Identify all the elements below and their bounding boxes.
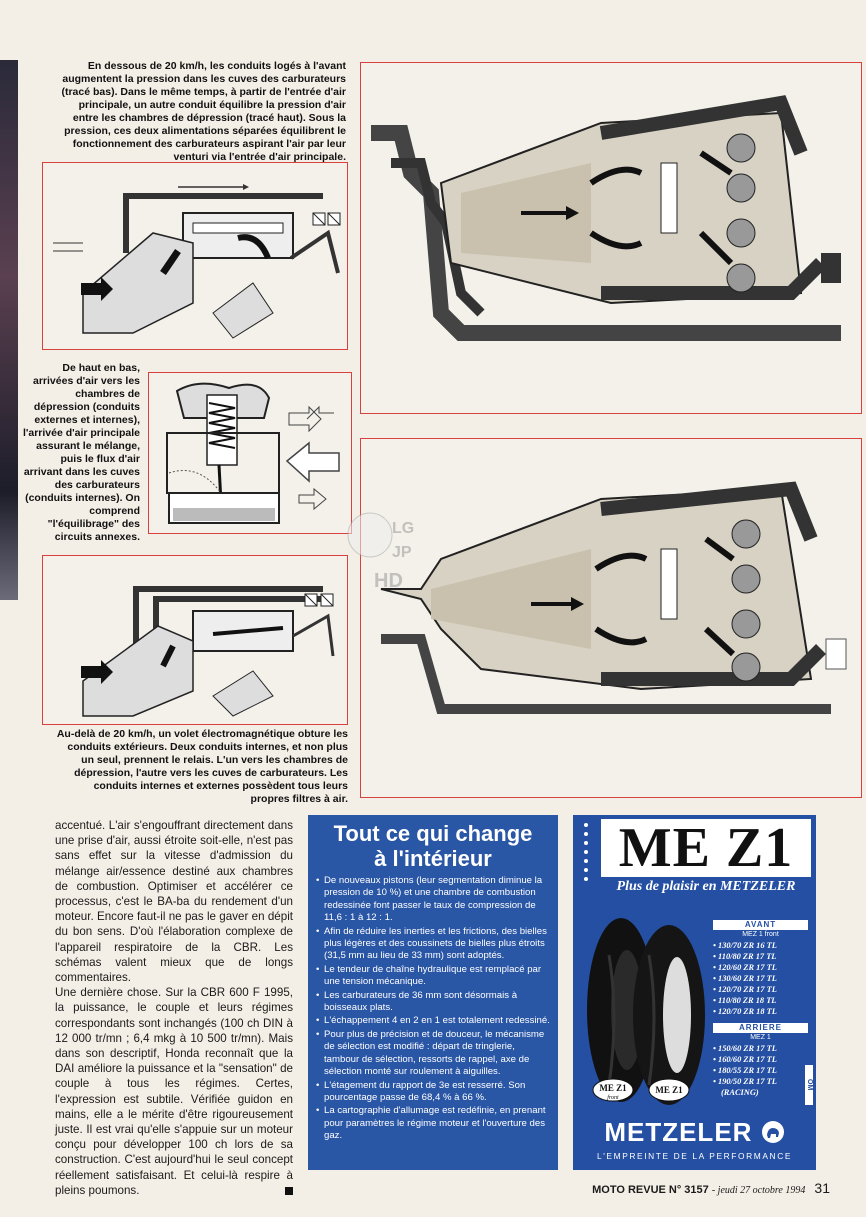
watermark-text-1: LG bbox=[392, 520, 414, 537]
changes-list: De nouveaux pistons (leur segmentation d… bbox=[308, 875, 558, 1143]
article-paragraph-2: Une dernière chose. Sur la CBR 600 F 199… bbox=[55, 986, 293, 1197]
front-size: • 130/60 ZR 17 TL bbox=[713, 974, 777, 983]
front-size: • 110/80 ZR 18 TL bbox=[713, 996, 777, 1005]
issue-date: - jeudi 27 octobre 1994 bbox=[711, 1185, 806, 1196]
rear-size: • 160/60 ZR 17 TL bbox=[713, 1055, 777, 1064]
watermark-text-3: HD bbox=[374, 570, 403, 592]
diagram-low-speed bbox=[42, 162, 348, 350]
tire-label-rear: ME Z1 bbox=[655, 1085, 683, 1095]
list-item: Afin de réduire les inerties et les fric… bbox=[316, 926, 550, 963]
rear-subheading: MEZ 1 bbox=[750, 1034, 771, 1041]
front-heading: AVANT bbox=[713, 920, 808, 930]
elephant-logo-icon bbox=[761, 1121, 784, 1143]
watermark-logo: LG JP HD bbox=[340, 505, 420, 595]
rear-size: • 180/55 ZR 17 TL bbox=[713, 1066, 777, 1075]
list-item: Le tendeur de chaîne hydraulique est rem… bbox=[316, 964, 550, 989]
diagram-carburettor-section bbox=[148, 372, 352, 534]
front-size: • 130/70 ZR 16 TL bbox=[713, 941, 777, 950]
list-item: Les carburateurs de 36 mm sont désormais… bbox=[316, 990, 550, 1015]
engine-diagram-low-speed bbox=[360, 62, 862, 414]
list-item: De nouveaux pistons (leur segmentation d… bbox=[316, 875, 550, 925]
caption-middle: De haut en bas, arrivées d'air vers les … bbox=[22, 362, 140, 543]
engine-diagram-high-speed bbox=[360, 438, 862, 798]
page-number: 31 bbox=[814, 1180, 830, 1196]
caption-top: En dessous de 20 km/h, les conduits logé… bbox=[61, 60, 346, 163]
page-footer: MOTO REVUE N° 3157 - jeudi 27 octobre 19… bbox=[530, 1180, 830, 1196]
front-size: • 120/70 ZR 18 TL bbox=[713, 1007, 777, 1016]
rear-heading: ARRIERE bbox=[713, 1023, 808, 1033]
caption-bottom: Au-delà de 20 km/h, un volet électromagn… bbox=[56, 728, 348, 805]
ad-dots-decoration bbox=[581, 823, 595, 886]
ad-side-mark: OM bbox=[805, 1065, 813, 1105]
end-of-article-mark bbox=[285, 1186, 293, 1195]
front-size: • 110/80 ZR 17 TL bbox=[713, 952, 777, 961]
tire-label-front-sub: front bbox=[607, 1094, 619, 1101]
list-item: La cartographie d'allumage est redéfinie… bbox=[316, 1105, 550, 1142]
list-item: L'échappement 4 en 2 en 1 est totalement… bbox=[316, 1015, 550, 1028]
facing-page-edge bbox=[0, 60, 18, 600]
front-size: • 120/70 ZR 17 TL bbox=[713, 985, 777, 994]
magazine-issue: MOTO REVUE N° 3157 bbox=[592, 1184, 709, 1196]
list-item: Pour plus de précision et de douceur, le… bbox=[316, 1029, 550, 1079]
ad-tagline: Plus de plaisir en METZELER bbox=[616, 879, 796, 894]
tire-label-front: ME Z1 bbox=[599, 1083, 627, 1093]
article-body: accentué. L'air s'engouffrant directemen… bbox=[55, 818, 293, 1198]
tires-image: ME Z1 front ME Z1 bbox=[587, 918, 705, 1105]
diagram-high-speed bbox=[42, 555, 348, 725]
rear-size: • 150/60 ZR 17 TL bbox=[713, 1044, 777, 1053]
watermark-text-2: JP bbox=[392, 544, 412, 561]
front-size: • 120/60 ZR 17 TL bbox=[713, 963, 777, 972]
article-paragraph-1: accentué. L'air s'engouffrant directemen… bbox=[55, 819, 293, 985]
ad-brand-tagline: L'EMPREINTE DE LA PERFORMANCE bbox=[596, 1151, 793, 1161]
metzeler-advertisement: ME Z1 Plus de plaisir en METZELER ME Z1 … bbox=[573, 815, 816, 1170]
tire-sizes-panel: AVANT MEZ 1 front • 130/70 ZR 16 TL • 11… bbox=[713, 920, 808, 1100]
rear-size: (RACING) bbox=[721, 1088, 759, 1097]
rear-size: • 190/50 ZR 17 TL bbox=[713, 1077, 777, 1086]
list-item: L'étagement du rapport de 3e est resserr… bbox=[316, 1080, 550, 1105]
front-subheading: MEZ 1 front bbox=[742, 931, 779, 938]
ad-brand: METZELER bbox=[573, 1117, 816, 1148]
ad-title: ME Z1 bbox=[601, 819, 811, 877]
